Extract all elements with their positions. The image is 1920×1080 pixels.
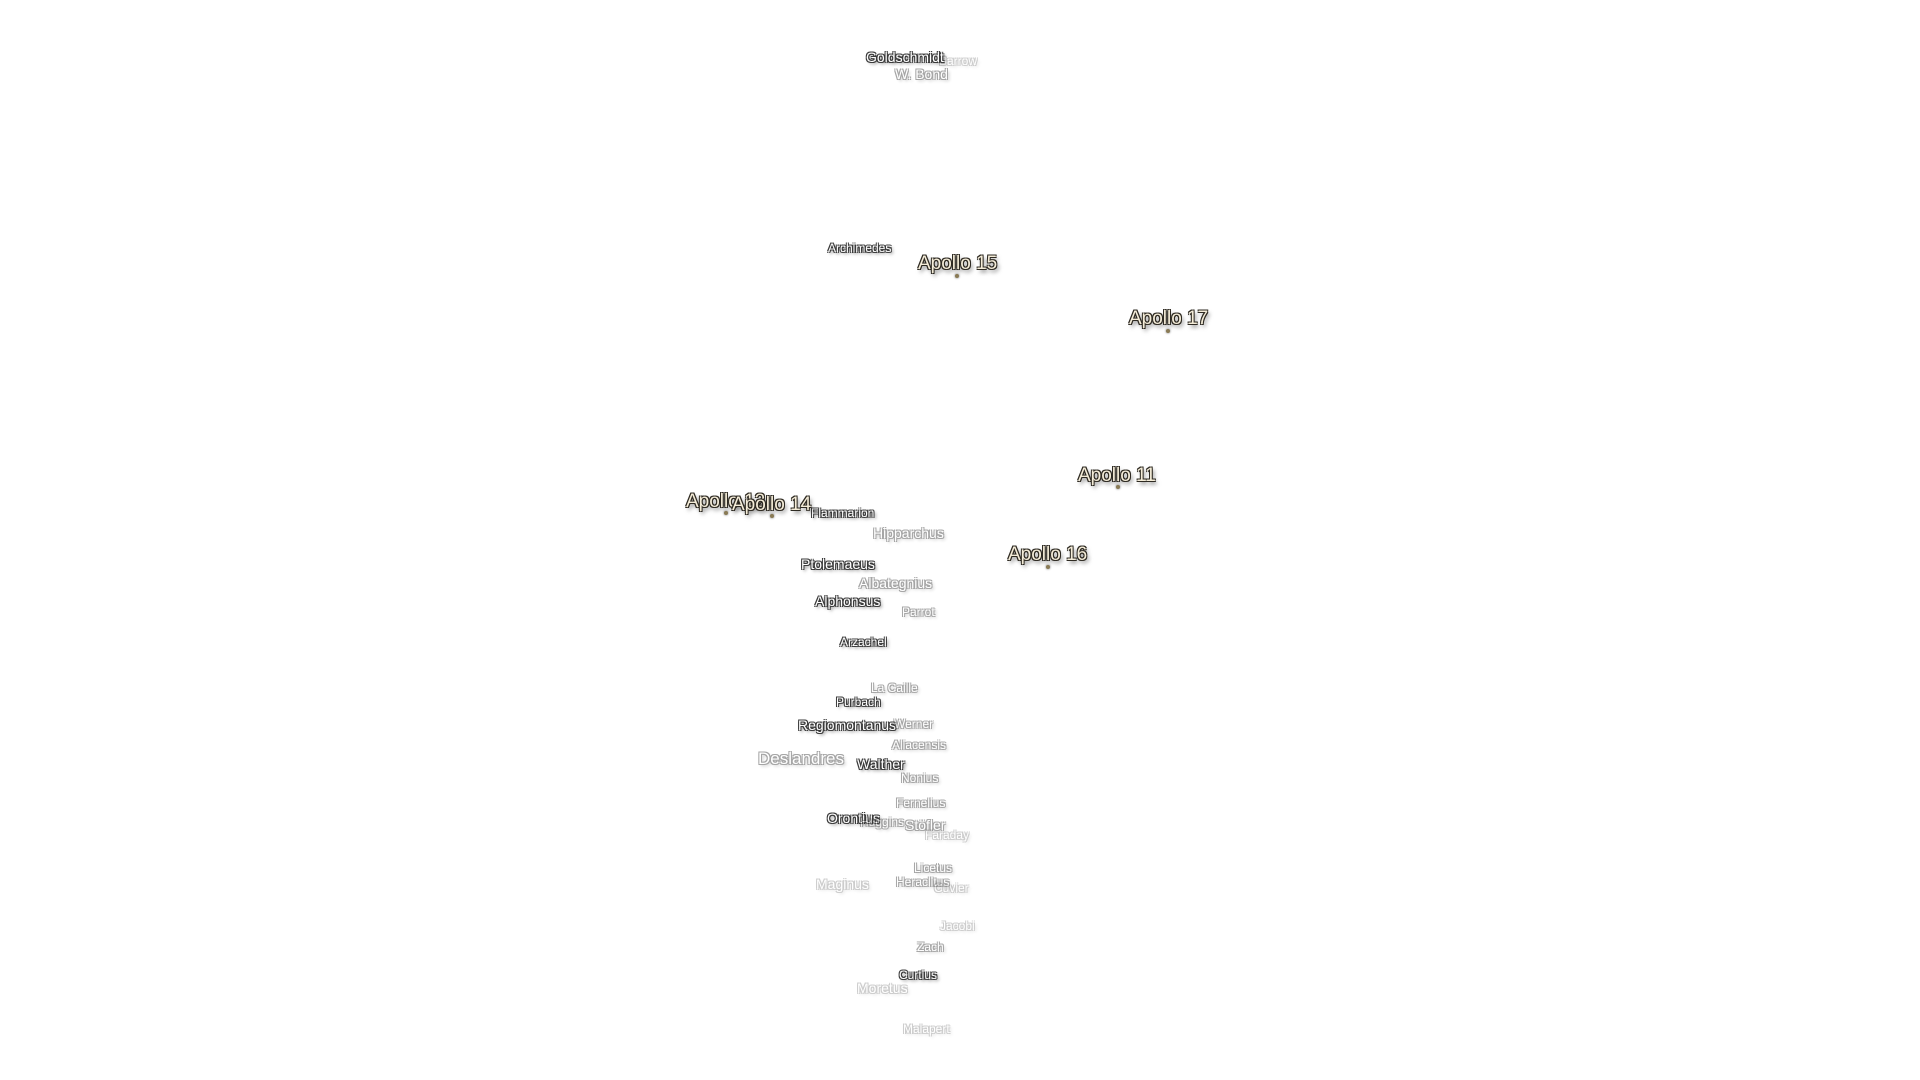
crater-label-alphonsus[interactable]: Alphonsus [815,593,881,609]
crater-label-goldschmidt[interactable]: Goldschmidt [866,49,944,65]
crater-label-parrot[interactable]: Parrot [902,605,935,619]
crater-label-deslandres[interactable]: Deslandres [758,749,844,768]
crater-label-w-bond[interactable]: W. Bond [895,66,948,82]
crater-label-hipparchus[interactable]: Hipparchus [873,525,944,541]
apollo-14-marker[interactable] [770,514,774,518]
crater-label-werner[interactable]: Werner [894,717,934,731]
crater-label-licetus[interactable]: Licetus [914,861,953,875]
crater-label-nonius[interactable]: Nonius [901,771,939,785]
apollo-17-label[interactable]: Apollo 17 [1129,308,1209,329]
crater-label-malapert[interactable]: Malapert [903,1022,950,1036]
crater-label-barrow[interactable]: Barrow [939,54,978,68]
apollo-15-label[interactable]: Apollo 15 [918,253,998,274]
crater-label-arzachel[interactable]: Arzachel [840,635,887,649]
apollo-15-marker[interactable] [955,274,959,278]
crater-label-flammarion[interactable]: Flammarion [811,506,875,520]
crater-label-fernelius[interactable]: Fernelius [896,796,946,810]
crater-label-cuvier[interactable]: Cuvier [934,881,969,895]
crater-label-stofler[interactable]: Stöfler [905,817,946,833]
crater-label-walther[interactable]: Walther [857,756,905,772]
crater-label-jacobi[interactable]: Jacobi [940,919,975,933]
crater-label-curtius[interactable]: Curtius [899,968,938,982]
crater-label-ptolemaeus[interactable]: Ptolemaeus [801,556,875,572]
crater-label-moretus[interactable]: Moretus [857,980,908,996]
apollo-12-label[interactable]: Apollo 12 [686,491,766,512]
crater-label-faraday[interactable]: Faraday [925,828,970,842]
crater-label-heraclitus[interactable]: Heraclitus [896,875,950,889]
apollo-12-marker[interactable] [724,511,728,515]
crater-label-orontius[interactable]: Orontius [827,810,880,826]
crater-label-regiomontanus[interactable]: Regiomontanus [798,717,897,733]
crater-label-zach[interactable]: Zach [917,940,944,954]
crater-label-huggins[interactable]: Huggins [860,815,905,829]
crater-label-archimedes[interactable]: Archimedes [828,241,892,255]
crater-label-maginus[interactable]: Maginus [816,876,869,892]
apollo-16-label[interactable]: Apollo 16 [1008,544,1088,565]
apollo-14-label[interactable]: Apollo 14 [732,494,812,515]
crater-label-purbach[interactable]: Purbach [836,695,881,709]
apollo-17-marker[interactable] [1166,329,1170,333]
crater-label-la-caille[interactable]: La Caille [871,681,918,695]
crater-label-aliacensis[interactable]: Aliacensis [892,738,947,752]
apollo-11-marker[interactable] [1116,485,1120,489]
apollo-16-marker[interactable] [1046,565,1050,569]
apollo-11-label[interactable]: Apollo 11 [1078,465,1156,486]
crater-label-albategnius[interactable]: Albategnius [859,575,933,591]
